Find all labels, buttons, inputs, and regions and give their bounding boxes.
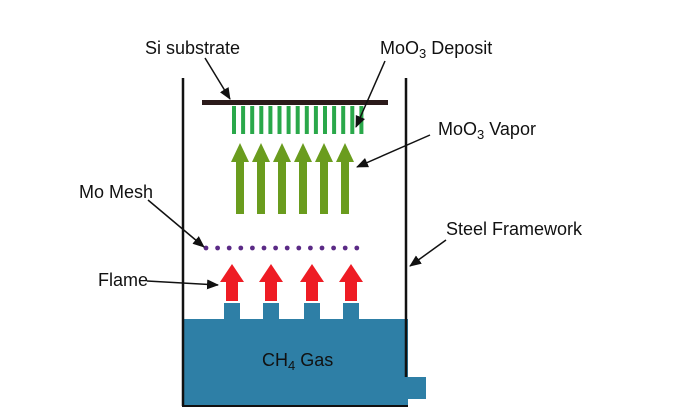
- leader-si-substrate: [204, 57, 231, 100]
- mesh-dot: [226, 245, 232, 251]
- burner-nozzles: [224, 303, 359, 321]
- flame-arrow: [259, 264, 283, 301]
- mo-mesh-dots: [203, 245, 360, 251]
- mesh-dot: [354, 245, 360, 251]
- deposit-fiber: [250, 106, 255, 134]
- vapor-arrow: [273, 143, 291, 214]
- leader-moo3-deposit: [355, 60, 386, 128]
- ch4-gas-reservoir: [182, 319, 408, 406]
- leader-mo-mesh: [147, 199, 205, 248]
- vapor-arrow: [336, 143, 354, 214]
- flame-arrow: [339, 264, 363, 301]
- leader-steel-framework: [409, 239, 447, 267]
- burner-nozzle: [343, 303, 359, 321]
- deposit-fiber: [341, 106, 346, 134]
- vapor-arrow: [252, 143, 270, 214]
- leader-lines: [146, 57, 447, 290]
- burner-nozzle: [263, 303, 279, 321]
- si-substrate-plate: [202, 100, 388, 105]
- vapor-arrow: [315, 143, 333, 214]
- mesh-dot: [250, 245, 255, 251]
- deposit-fiber: [259, 106, 264, 134]
- label-ch4-gas: CH4 Gas: [262, 350, 333, 373]
- flame-arrow: [220, 264, 244, 301]
- mesh-dot: [238, 245, 244, 251]
- deposit-fiber: [286, 106, 291, 134]
- mesh-dot: [273, 245, 278, 251]
- gas-outlet-pipe: [407, 377, 426, 399]
- label-mo-mesh: Mo Mesh: [79, 182, 153, 202]
- label-moo3-deposit: MoO3 Deposit: [380, 38, 492, 61]
- deposit-fiber: [350, 106, 355, 134]
- leader-flame: [146, 279, 219, 290]
- moo3-deposit-fibers: [232, 106, 364, 134]
- mesh-dot: [215, 245, 221, 251]
- label-si-substrate: Si substrate: [145, 38, 240, 58]
- mesh-dot: [308, 245, 313, 251]
- label-steel-framework: Steel Framework: [446, 219, 583, 239]
- mesh-dot: [284, 245, 290, 251]
- deposit-fiber: [323, 106, 327, 134]
- deposit-fiber: [313, 106, 318, 134]
- flame-arrow: [300, 264, 324, 301]
- deposit-fiber: [277, 106, 282, 134]
- deposit-fiber: [268, 106, 273, 134]
- deposit-fiber: [232, 106, 236, 134]
- vapor-arrow: [294, 143, 312, 214]
- moo3-vapor-arrows: [231, 143, 354, 214]
- label-moo3-vapor: MoO3 Vapor: [438, 119, 536, 142]
- mesh-dot: [319, 245, 325, 251]
- deposit-fiber: [332, 106, 337, 134]
- mesh-dot: [296, 245, 302, 251]
- leader-moo3-vapor: [356, 134, 431, 168]
- vapor-arrow: [231, 143, 249, 214]
- mesh-dot: [331, 245, 336, 251]
- label-flame: Flame: [98, 270, 148, 290]
- deposit-fiber: [295, 106, 300, 134]
- deposit-fiber: [304, 106, 309, 134]
- burner-nozzle: [304, 303, 320, 321]
- mesh-dot: [203, 245, 209, 251]
- deposit-fiber: [241, 106, 246, 134]
- mesh-dot: [261, 245, 267, 251]
- mesh-dot: [342, 245, 348, 251]
- burner-nozzle: [224, 303, 240, 321]
- flame-arrows: [220, 264, 363, 301]
